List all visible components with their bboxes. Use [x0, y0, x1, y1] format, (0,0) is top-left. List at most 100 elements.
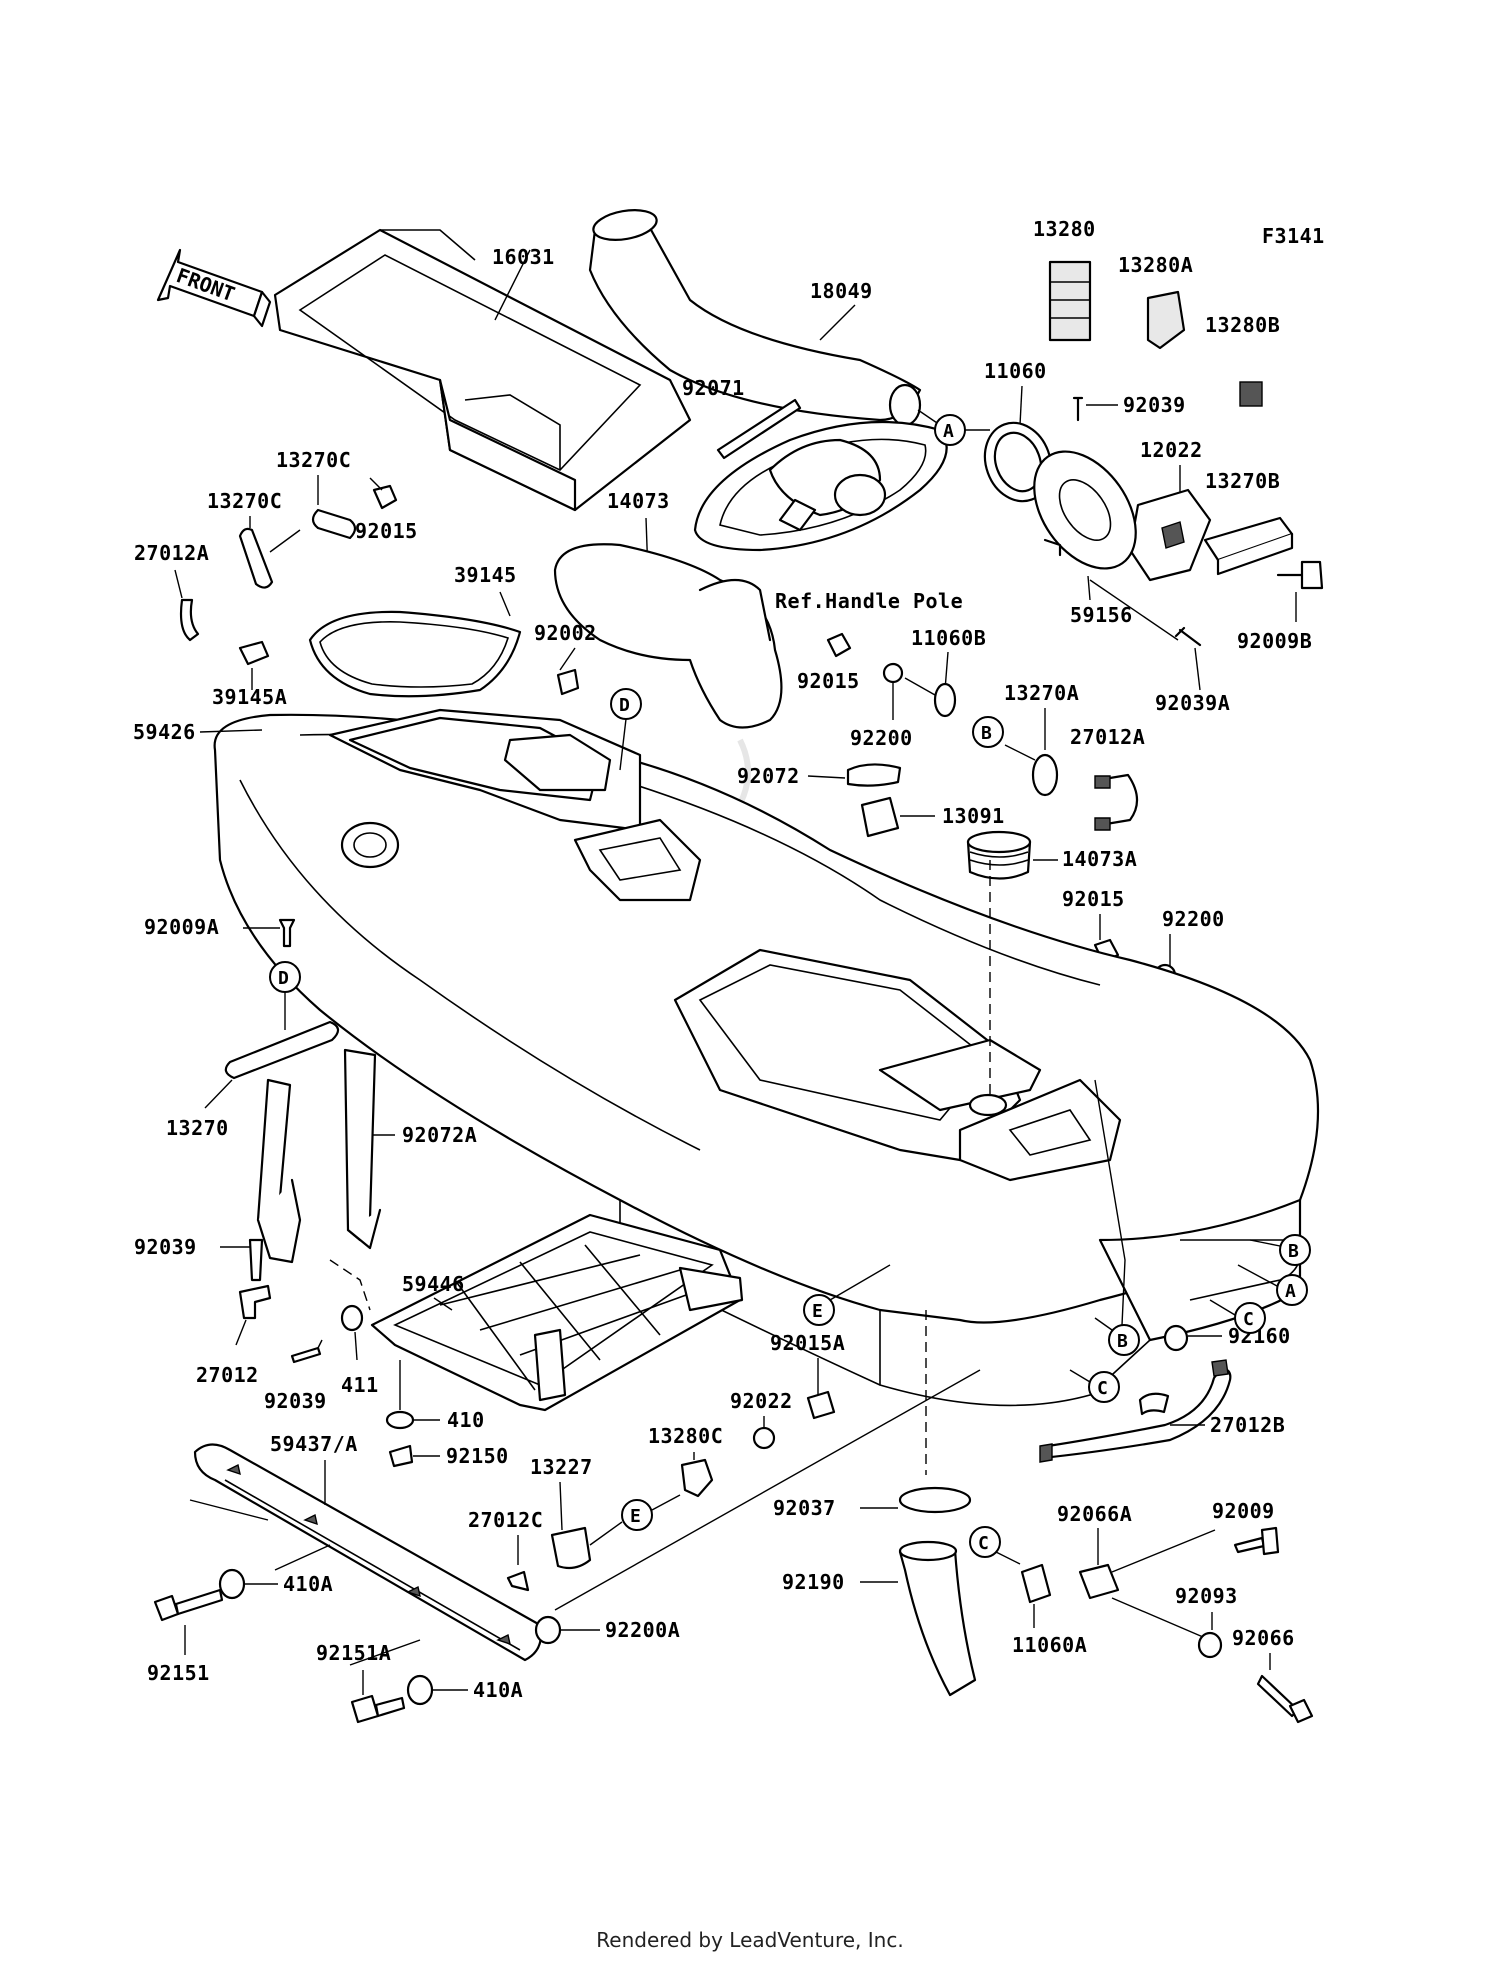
- part-92071: [716, 398, 802, 460]
- intake-hose-18049: [588, 209, 922, 427]
- part-number-13227: 13227: [530, 1455, 593, 1479]
- part-number-92200-right: 92200: [1162, 907, 1225, 931]
- clip-27012C: [506, 1570, 530, 1592]
- callout-C-1: [1234, 1302, 1266, 1334]
- part-13091: [860, 796, 900, 838]
- part-number-13280: 13280: [1033, 217, 1096, 241]
- part-27012A-left: [179, 598, 200, 642]
- washer-410A-lower: [406, 1674, 434, 1706]
- part-number-27012C: 27012C: [468, 1508, 543, 1532]
- part-number-11060: 11060: [984, 359, 1047, 383]
- part-number-92015-left: 92015: [355, 519, 418, 543]
- gasket-39145: [308, 610, 522, 698]
- gasket-11060B: [933, 682, 957, 718]
- part-13280C: [680, 1458, 714, 1498]
- callout-C-2-label: C: [1097, 1378, 1108, 1399]
- hull-59426: [213, 708, 1320, 1407]
- part-number-18049: 18049: [810, 279, 873, 303]
- bolt-92151-head: [153, 1594, 180, 1622]
- part-number-13270: 13270: [166, 1116, 229, 1140]
- part-number-92015A: 92015A: [770, 1331, 845, 1355]
- callout-B-2-label: B: [1288, 1241, 1299, 1262]
- pin-92039-left: [248, 1238, 264, 1282]
- part-92015-left: [372, 484, 398, 510]
- part-number-410: 410: [447, 1408, 485, 1432]
- callout-A-1-label: A: [943, 421, 954, 442]
- part-13280A: [1146, 290, 1186, 350]
- handle-27012B: [1039, 1359, 1232, 1463]
- part-number-13280A: 13280A: [1118, 253, 1193, 277]
- callout-C-3: [969, 1526, 1001, 1558]
- part-number-92039A: 92039A: [1155, 691, 1230, 715]
- footer-credit: Rendered by LeadVenture, Inc.: [596, 1928, 904, 1952]
- clamp-92037: [898, 1486, 972, 1514]
- part-number-92037: 92037: [773, 1496, 836, 1520]
- front-arrow-icon: FRONT: [156, 248, 272, 328]
- part-number-92009B: 92009B: [1237, 629, 1312, 653]
- part-number-59437A: 59437/A: [270, 1432, 358, 1456]
- washer-92200A: [534, 1615, 562, 1645]
- part-number-13270C-b: 13270C: [207, 489, 282, 513]
- part-92009B: [1276, 560, 1324, 590]
- part-number-59156: 59156: [1070, 603, 1133, 627]
- callout-B-3-label: B: [1117, 1331, 1128, 1352]
- pin-92039-bottom: [290, 1346, 322, 1364]
- bolt-92151A: [374, 1696, 406, 1718]
- grate-59446: [370, 1213, 744, 1412]
- part-number-92009: 92009: [1212, 1499, 1275, 1523]
- screw-92009A: [278, 918, 296, 948]
- part-39145A: [238, 640, 270, 666]
- washer-92093: [1197, 1631, 1223, 1659]
- part-number-14073A: 14073A: [1062, 847, 1137, 871]
- washer-92022: [752, 1426, 776, 1450]
- part-number-59446: 59446: [402, 1272, 465, 1296]
- clamp-92072: [846, 763, 902, 787]
- plate-59156: [1033, 450, 1137, 570]
- callout-E-2: [621, 1499, 653, 1531]
- part-92015-middle: [826, 632, 852, 658]
- part-number-39145: 39145: [454, 563, 517, 587]
- part-number-92151A: 92151A: [316, 1641, 391, 1665]
- rail-59437A: [193, 1443, 543, 1662]
- part-92066A: [1078, 1563, 1120, 1600]
- part-92002: [556, 668, 580, 696]
- callout-C-3-label: C: [978, 1533, 989, 1554]
- callout-A-2-label: A: [1285, 1281, 1296, 1302]
- gasket-11060A: [1020, 1563, 1052, 1604]
- washer-92200-middle: [882, 662, 904, 684]
- part-number-92066: 92066: [1232, 1626, 1295, 1650]
- part-number-92066A: 92066A: [1057, 1502, 1132, 1526]
- part-number-13270B: 13270B: [1205, 469, 1280, 493]
- callout-C-2: [1088, 1371, 1120, 1403]
- part-number-92071: 92071: [682, 376, 745, 400]
- part-number-92200A: 92200A: [605, 1618, 680, 1642]
- callout-C-1-label: C: [1243, 1309, 1254, 1330]
- part-13227: [550, 1526, 592, 1570]
- duct-14073: [553, 543, 783, 729]
- washer-410A-upper: [218, 1568, 246, 1600]
- part-number-92150: 92150: [446, 1444, 509, 1468]
- part-number-59426: 59426: [133, 720, 196, 744]
- part-number-13270A: 13270A: [1004, 681, 1079, 705]
- part-13270C-a: [311, 508, 357, 540]
- part-number-13270C-a: 13270C: [276, 448, 351, 472]
- part-number-92039-left: 92039: [134, 1235, 197, 1259]
- washer-410: [385, 1410, 415, 1430]
- bracket-27012: [238, 1284, 272, 1320]
- part-number-39145A: 39145A: [212, 685, 287, 709]
- callout-A-2: [1276, 1274, 1308, 1306]
- part-number-92039-bottom: 92039: [264, 1389, 327, 1413]
- figure-code: F3141: [1262, 224, 1325, 248]
- part-number-410A-a: 410A: [283, 1572, 333, 1596]
- part-number-14073: 14073: [607, 489, 670, 513]
- part-number-92002: 92002: [534, 621, 597, 645]
- part-number-92200-middle: 92200: [850, 726, 913, 750]
- callout-B-1-label: B: [981, 723, 992, 744]
- bolt-92151A-head: [350, 1694, 380, 1724]
- part-number-92015-right: 92015: [1062, 887, 1125, 911]
- callout-D-1-label: D: [619, 695, 630, 716]
- part-number-92093: 92093: [1175, 1584, 1238, 1608]
- part-number-92151: 92151: [147, 1661, 210, 1685]
- straps-92072A: [256, 1048, 382, 1264]
